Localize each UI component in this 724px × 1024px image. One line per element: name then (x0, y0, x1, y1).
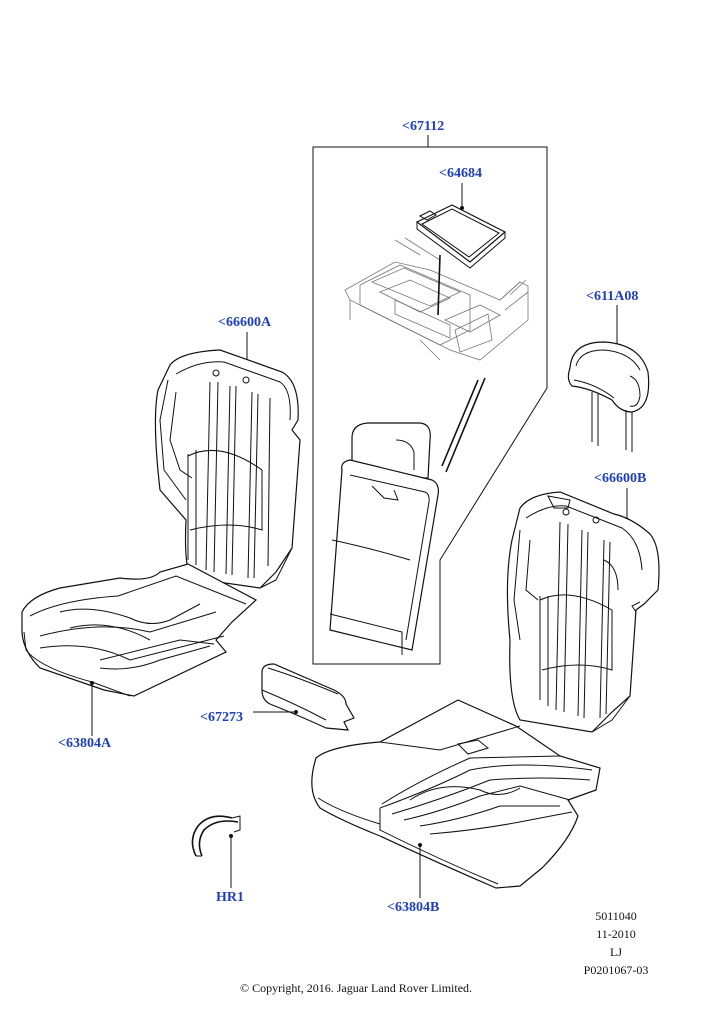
reference-initials: LJ (610, 945, 622, 959)
reference-number: 5011040 (595, 909, 637, 923)
callout-hr1[interactable]: HR1 (216, 890, 244, 905)
callout-611a08[interactable]: <611A08 (586, 289, 639, 304)
callout-64684[interactable]: <64684 (439, 166, 482, 181)
console-lid-part (415, 183, 507, 269)
callout-63804a[interactable]: <63804A (58, 736, 112, 751)
left-cushion-part (21, 563, 258, 736)
right-backrest-part (506, 488, 660, 733)
headrest-part (567, 305, 650, 452)
left-backrest-part (154, 332, 301, 589)
callout-67273[interactable]: <67273 (200, 710, 243, 725)
reference-date: 11-2010 (596, 927, 636, 941)
callout-63804b[interactable]: <63804B (387, 900, 440, 915)
callout-66600a[interactable]: <66600A (218, 315, 272, 330)
seat-back-in-frame (329, 422, 439, 655)
armrest-trim-part (253, 663, 355, 731)
right-cushion-part (311, 699, 601, 898)
callout-67112[interactable]: <67112 (402, 119, 445, 134)
callout-66600b[interactable]: <66600B (594, 471, 647, 486)
console-tray-drawing (344, 237, 529, 361)
illustration-id: P0201067-03 (583, 963, 649, 977)
assembly-frame (312, 135, 548, 665)
copyright-notice: © Copyright, 2016. Jaguar Land Rover Lim… (239, 981, 473, 995)
clip-part (191, 815, 241, 888)
